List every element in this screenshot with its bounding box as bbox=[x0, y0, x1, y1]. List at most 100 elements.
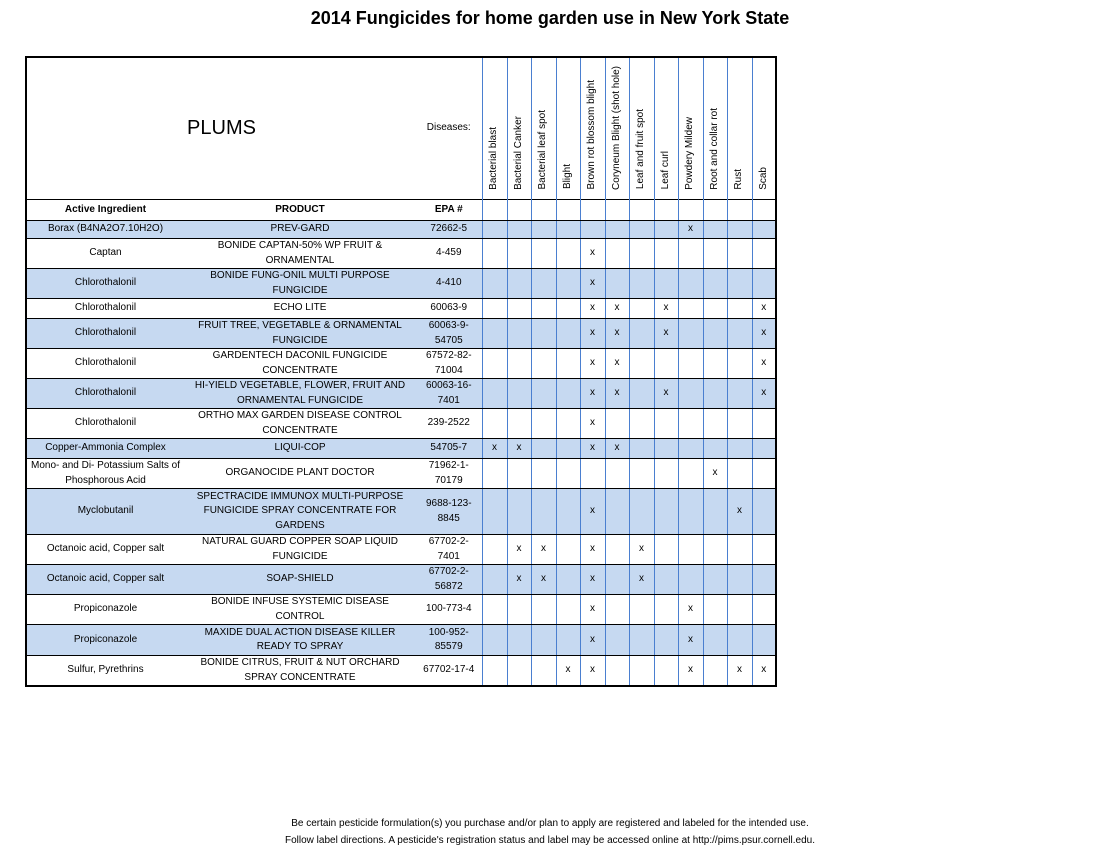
disease-label: Rust bbox=[733, 168, 745, 190]
disease-mark bbox=[481, 564, 508, 595]
disease-label: Brown rot blossom blight bbox=[586, 80, 598, 190]
disease-mark: x bbox=[751, 318, 777, 349]
disease-mark bbox=[726, 298, 753, 319]
disease-header: Bacterial blast bbox=[481, 57, 508, 200]
epa-number: 60063-9 bbox=[416, 298, 482, 319]
disease-mark bbox=[653, 624, 679, 656]
diseases-label: Diseases: bbox=[426, 122, 471, 134]
disease-mark: x bbox=[506, 438, 532, 459]
product-name: HI-YIELD VEGETABLE, FLOWER, FRUIT AND OR… bbox=[184, 378, 416, 409]
active-ingredient: Propiconazole bbox=[26, 594, 184, 625]
blank-header-cell bbox=[555, 199, 581, 221]
disease-header: Brown rot blossom blight bbox=[579, 57, 606, 200]
disease-mark bbox=[726, 534, 753, 565]
disease-mark bbox=[726, 408, 753, 439]
disease-mark bbox=[506, 298, 532, 319]
disease-mark bbox=[702, 594, 728, 625]
disease-mark: x bbox=[628, 564, 655, 595]
product-name: GARDENTECH DACONIL FUNGICIDE CONCENTRATE bbox=[184, 348, 416, 379]
disease-mark: x bbox=[604, 378, 630, 409]
table-row: Mono- and Di- Potassium Salts of Phospho… bbox=[26, 458, 777, 489]
disease-mark bbox=[677, 458, 704, 489]
disease-mark bbox=[481, 348, 508, 379]
disease-mark bbox=[555, 268, 581, 299]
disease-mark bbox=[530, 298, 557, 319]
product-name: NATURAL GUARD COPPER SOAP LIQUID FUNGICI… bbox=[184, 534, 416, 565]
disease-label: Root and collar rot bbox=[708, 107, 720, 190]
disease-mark bbox=[726, 220, 753, 239]
disease-mark bbox=[677, 268, 704, 299]
disease-header: Scab bbox=[751, 57, 777, 200]
disease-label: Bacterial blast bbox=[488, 126, 500, 190]
disease-mark: x bbox=[628, 534, 655, 565]
disease-mark bbox=[506, 268, 532, 299]
disease-mark bbox=[677, 438, 704, 459]
disease-mark bbox=[481, 220, 508, 239]
disease-mark bbox=[628, 378, 655, 409]
epa-number: 71962-1-70179 bbox=[416, 458, 482, 489]
blank-header-cell bbox=[481, 199, 508, 221]
disease-mark bbox=[726, 624, 753, 656]
disease-mark bbox=[726, 318, 753, 349]
active-ingredient: Captan bbox=[26, 238, 184, 269]
disease-label: Bacterial Canker bbox=[512, 115, 524, 190]
product-name: LIQUI-COP bbox=[184, 438, 416, 459]
disease-mark bbox=[506, 488, 532, 535]
disease-mark bbox=[555, 378, 581, 409]
disease-mark bbox=[751, 458, 777, 489]
epa-number: 100-952-85579 bbox=[416, 624, 482, 656]
disease-mark bbox=[604, 655, 630, 687]
disease-mark: x bbox=[751, 348, 777, 379]
disease-mark bbox=[726, 458, 753, 489]
product-name: SOAP-SHIELD bbox=[184, 564, 416, 595]
disease-mark: x bbox=[579, 348, 606, 379]
disease-mark bbox=[751, 408, 777, 439]
disease-mark: x bbox=[579, 408, 606, 439]
disease-mark bbox=[555, 238, 581, 269]
header-active-ingredient: Active Ingredient bbox=[26, 199, 184, 221]
epa-number: 67702-2-7401 bbox=[416, 534, 482, 565]
disease-mark bbox=[604, 594, 630, 625]
product-name: MAXIDE DUAL ACTION DISEASE KILLER READY … bbox=[184, 624, 416, 656]
disease-mark bbox=[726, 594, 753, 625]
product-name: FRUIT TREE, VEGETABLE & ORNAMENTAL FUNGI… bbox=[184, 318, 416, 349]
disease-label: Blight bbox=[561, 164, 573, 190]
disease-mark bbox=[702, 268, 728, 299]
disease-label: Bacterial leaf spot bbox=[537, 110, 549, 190]
disease-mark bbox=[506, 408, 532, 439]
blank-header-cell bbox=[751, 199, 777, 221]
disease-mark bbox=[751, 534, 777, 565]
disease-mark: x bbox=[677, 220, 704, 239]
disease-mark bbox=[653, 594, 679, 625]
active-ingredient: Borax (B4NA2O7.10H2O) bbox=[26, 220, 184, 239]
disease-mark bbox=[506, 220, 532, 239]
active-ingredient: Chlorothalonil bbox=[26, 348, 184, 379]
disease-mark: x bbox=[653, 318, 679, 349]
epa-number: 67572-82-71004 bbox=[416, 348, 482, 379]
blank-header-cell bbox=[506, 199, 532, 221]
disease-mark bbox=[677, 488, 704, 535]
disease-mark bbox=[506, 458, 532, 489]
disease-mark bbox=[677, 378, 704, 409]
disease-label: Powdery Mildew bbox=[684, 116, 696, 190]
disease-mark bbox=[604, 238, 630, 269]
disease-label: Scab bbox=[757, 166, 769, 190]
disease-mark bbox=[653, 534, 679, 565]
disease-mark bbox=[726, 268, 753, 299]
disease-header: Leaf curl bbox=[653, 57, 679, 200]
disease-mark bbox=[702, 318, 728, 349]
disease-label: Leaf curl bbox=[659, 151, 671, 190]
disease-mark bbox=[677, 564, 704, 595]
disease-mark bbox=[481, 238, 508, 269]
disease-mark bbox=[604, 488, 630, 535]
epa-number: 239-2522 bbox=[416, 408, 482, 439]
disease-mark bbox=[506, 348, 532, 379]
disease-mark bbox=[604, 408, 630, 439]
disease-mark: x bbox=[604, 318, 630, 349]
disease-mark bbox=[702, 220, 728, 239]
disease-mark bbox=[628, 594, 655, 625]
